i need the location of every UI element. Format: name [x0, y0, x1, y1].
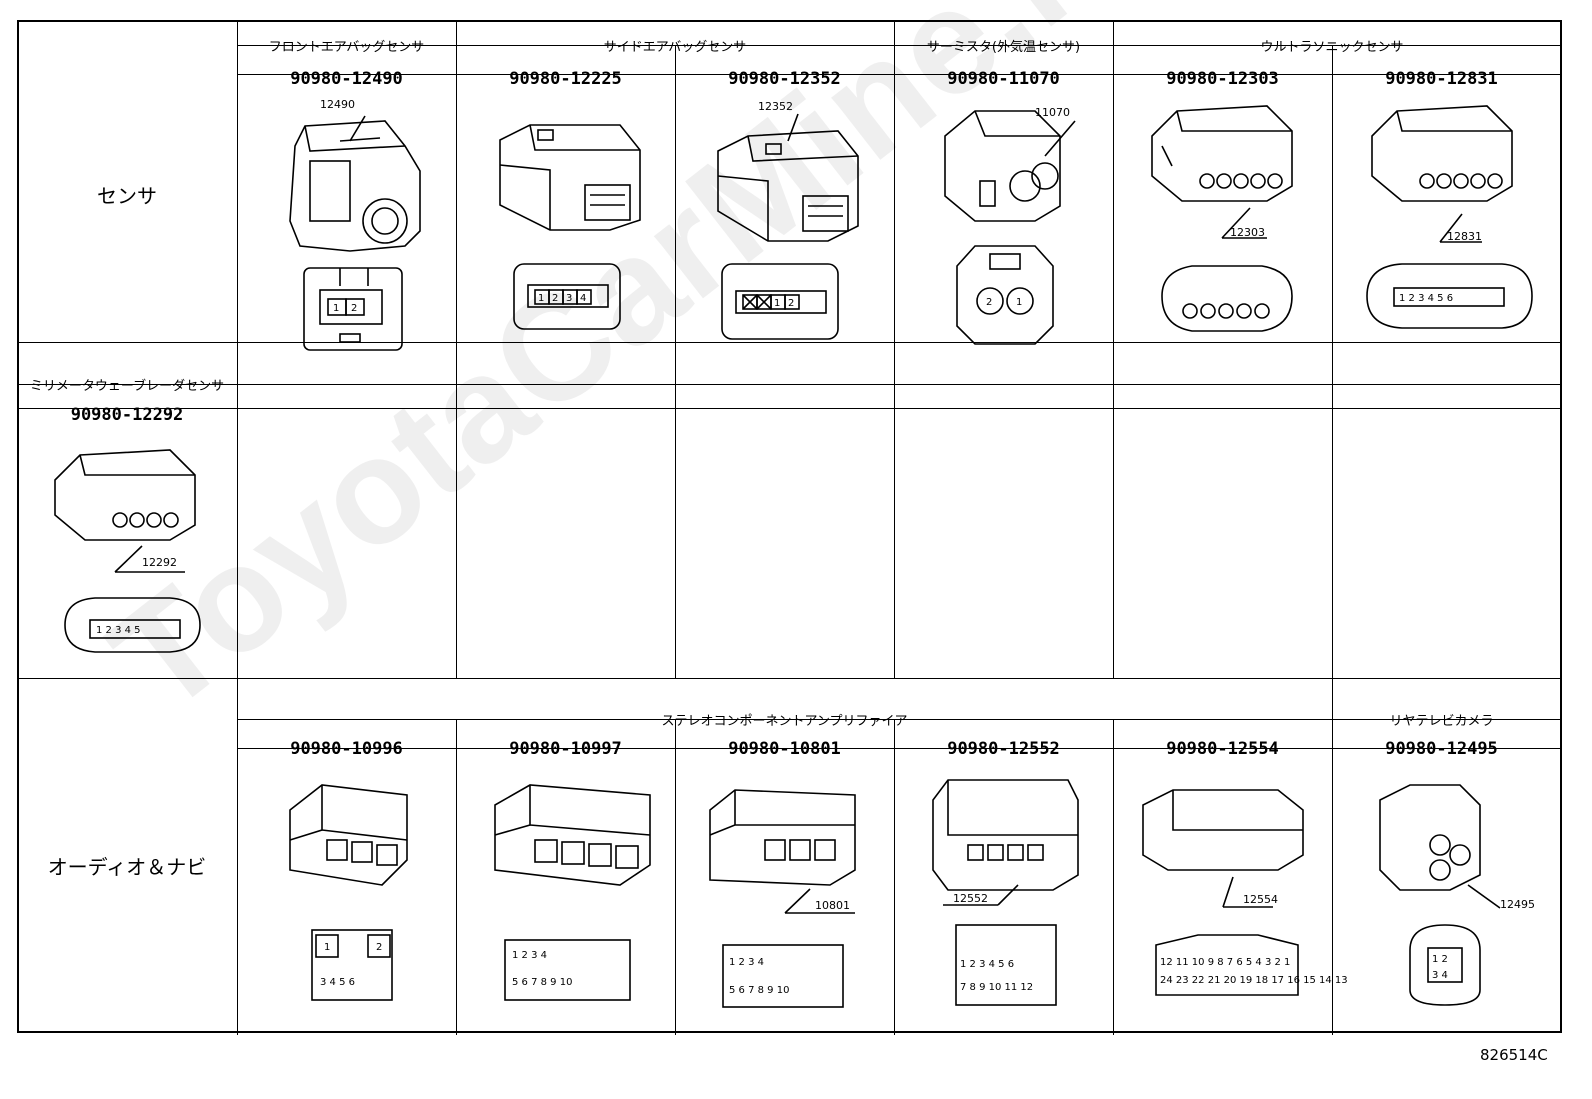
- svg-text:1: 1: [774, 298, 780, 309]
- connector-drawing-12554: 12554 12 11 10 9 8 7 6 5 4 3 2 1 24 23 2…: [1138, 785, 1348, 1029]
- svg-text:4: 4: [580, 293, 586, 304]
- group-millimeter-wave: ミリメータウェーブレーダセンサ: [29, 379, 225, 394]
- group-front-airbag: フロントエアバッグセンサ: [268, 40, 425, 55]
- part-number-12352: 90980-12352: [728, 69, 841, 89]
- svg-text:1: 1: [333, 303, 339, 314]
- svg-text:1: 1: [1016, 297, 1022, 308]
- svg-text:1: 1: [538, 293, 544, 304]
- part-number-10996: 90980-10996: [290, 739, 403, 759]
- ref-label-12490: 12490: [320, 98, 355, 111]
- connector-drawing-12831: 12831 1 2 3 4 5 6: [1362, 96, 1533, 360]
- group-rear-camera: リヤテレビカメラ: [1389, 714, 1494, 729]
- ref-label-12552: 12552: [953, 892, 988, 905]
- svg-text:1 2 3 4: 1 2 3 4: [512, 950, 547, 961]
- part-number-12490: 90980-12490: [290, 69, 403, 89]
- connector-drawing-12552: 12552 1 2 3 4 5 6 7 8 9 10 11 12: [928, 775, 1088, 1029]
- connector-drawing-12495: 12495 1 2 3 4: [1370, 780, 1540, 1024]
- ref-label-12352: 12352: [758, 100, 793, 113]
- connector-drawing-12303: 12303: [1142, 96, 1312, 360]
- connector-drawing-10801: 10801 1 2 3 4 5 6 7 8 9 10: [705, 785, 875, 1029]
- part-number-12303: 90980-12303: [1166, 69, 1279, 89]
- svg-text:5 6 7 8 9 10: 5 6 7 8 9 10: [729, 985, 789, 996]
- ref-label-11070: 11070: [1035, 106, 1070, 119]
- svg-text:3 4: 3 4: [1432, 970, 1448, 981]
- svg-text:2: 2: [986, 297, 992, 308]
- svg-text:1: 1: [324, 942, 330, 953]
- part-number-12831: 90980-12831: [1385, 69, 1498, 89]
- ref-label-12292: 12292: [142, 556, 177, 569]
- connector-table: [17, 20, 1562, 1035]
- svg-text:1 2 3 4 5 6: 1 2 3 4 5 6: [1399, 293, 1453, 304]
- connector-drawing-12490: 12490 1 2: [280, 96, 430, 360]
- part-number-12552: 90980-12552: [947, 739, 1060, 759]
- part-number-11070: 90980-11070: [947, 69, 1060, 89]
- connector-drawing-12225: 1 2 3 4: [490, 110, 650, 354]
- group-stereo-amp: ステレオコンポーネントアンプリファイア: [661, 714, 908, 729]
- part-number-12292: 90980-12292: [70, 405, 184, 425]
- svg-text:24 23 22 21 20 19 18 17 16 15: 24 23 22 21 20 19 18 17 16 15 14 13: [1160, 975, 1348, 986]
- ref-label-12831: 12831: [1447, 230, 1482, 243]
- svg-text:1 2 3 4: 1 2 3 4: [729, 957, 764, 968]
- svg-text:3: 3: [566, 293, 572, 304]
- ref-label-12303: 12303: [1230, 226, 1265, 239]
- svg-text:2: 2: [788, 298, 794, 309]
- connector-drawing-10997: 1 2 3 4 5 6 7 8 9 10: [490, 780, 660, 1024]
- part-number-10997: 90980-10997: [509, 739, 622, 759]
- figure-code: 826514C: [1480, 1046, 1548, 1064]
- part-number-12495: 90980-12495: [1385, 739, 1498, 759]
- section-label-sensor: センサ: [97, 184, 157, 208]
- connector-drawing-12292: 12292 1 2 3 4 5: [50, 440, 220, 684]
- svg-text:5 6 7 8 9 10: 5 6 7 8 9 10: [512, 977, 572, 988]
- connector-drawing-11070: 11070 2 1: [935, 96, 1085, 360]
- svg-text:7 8 9 10 11 12: 7 8 9 10 11 12: [960, 982, 1033, 993]
- part-number-12554: 90980-12554: [1166, 739, 1279, 759]
- connector-drawing-12352: 12352 1 2: [708, 96, 868, 360]
- svg-text:3 4 5 6: 3 4 5 6: [320, 977, 355, 988]
- svg-text:1 2 3 4 5: 1 2 3 4 5: [96, 625, 141, 636]
- ref-label-10801: 10801: [815, 899, 850, 912]
- connector-drawing-10996: 1 2 3 4 5 6: [282, 780, 422, 1024]
- part-number-12225: 90980-12225: [509, 69, 622, 89]
- part-number-10801: 90980-10801: [728, 739, 841, 759]
- svg-text:1 2: 1 2: [1432, 954, 1448, 965]
- svg-text:2: 2: [351, 303, 357, 314]
- svg-text:12 11 10 9 8 7 6 5 4 3 2 1: 12 11 10 9 8 7 6 5 4 3 2 1: [1160, 957, 1290, 968]
- svg-text:2: 2: [552, 293, 558, 304]
- svg-text:2: 2: [376, 942, 382, 953]
- ref-label-12554: 12554: [1243, 893, 1278, 906]
- section-label-audio: オーディオ＆ナビ: [47, 855, 207, 879]
- ref-label-12495: 12495: [1500, 898, 1535, 911]
- group-ultrasonic: ウルトラソニックセンサ: [1260, 40, 1404, 55]
- svg-text:1 2 3 4 5 6: 1 2 3 4 5 6: [960, 959, 1014, 970]
- group-thermistor: サーミスタ(外気温センサ): [926, 40, 1081, 55]
- group-side-airbag: サイドエアバッグセンサ: [603, 40, 747, 55]
